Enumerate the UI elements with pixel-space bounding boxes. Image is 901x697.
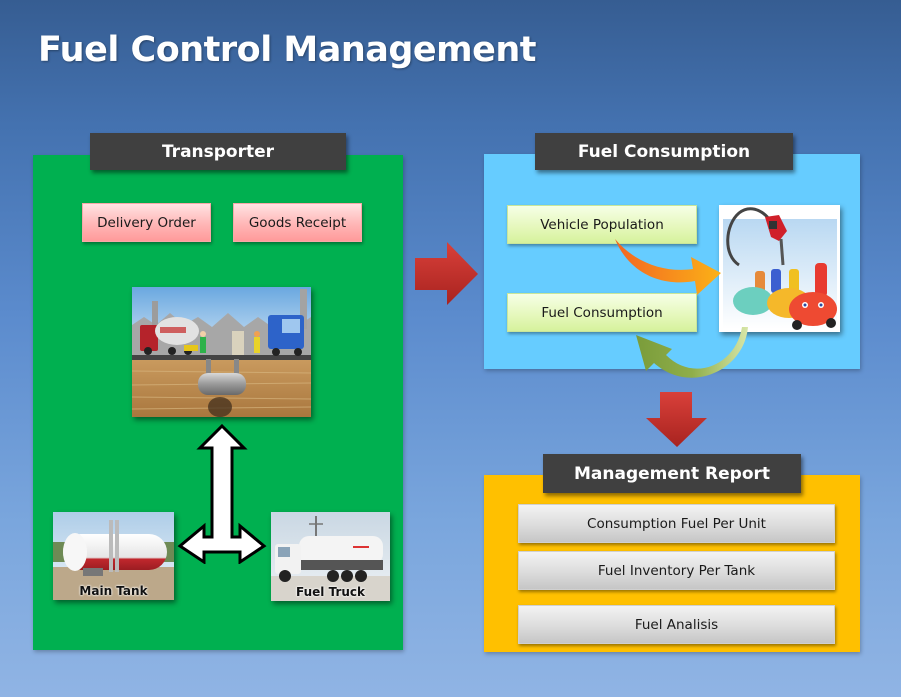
fuel-truck-image: Fuel Truck <box>271 512 390 601</box>
consumption-fuel-per-unit-button[interactable]: Consumption Fuel Per Unit <box>518 504 835 543</box>
main-tank-caption: Main Tank <box>79 584 148 598</box>
delivery-order-button[interactable]: Delivery Order <box>82 203 211 242</box>
fuel-truck-caption: Fuel Truck <box>296 585 365 599</box>
main-tank-image: Main Tank <box>53 512 174 600</box>
curved-arrow-green-icon <box>636 327 748 378</box>
fuel-consumption-button[interactable]: Fuel Consumption <box>507 293 697 332</box>
flow-arrow-right-icon <box>415 242 478 305</box>
vehicle-population-button[interactable]: Vehicle Population <box>507 205 697 244</box>
page-title: Fuel Control Management <box>38 30 537 70</box>
fuel-nozzle-cars-image <box>719 205 840 332</box>
flow-arrow-down-icon <box>646 392 707 447</box>
fuel-station-image <box>132 287 311 417</box>
goods-receipt-button[interactable]: Goods Receipt <box>233 203 362 242</box>
three-way-arrow-icon <box>177 423 267 564</box>
management-report-header: Management Report <box>543 454 801 493</box>
transporter-header: Transporter <box>90 133 346 170</box>
fuel-inventory-per-tank-button[interactable]: Fuel Inventory Per Tank <box>518 551 835 590</box>
curved-arrow-orange-icon <box>615 239 721 295</box>
fuel-analisis-button[interactable]: Fuel Analisis <box>518 605 835 644</box>
fuel-consumption-header: Fuel Consumption <box>535 133 793 170</box>
